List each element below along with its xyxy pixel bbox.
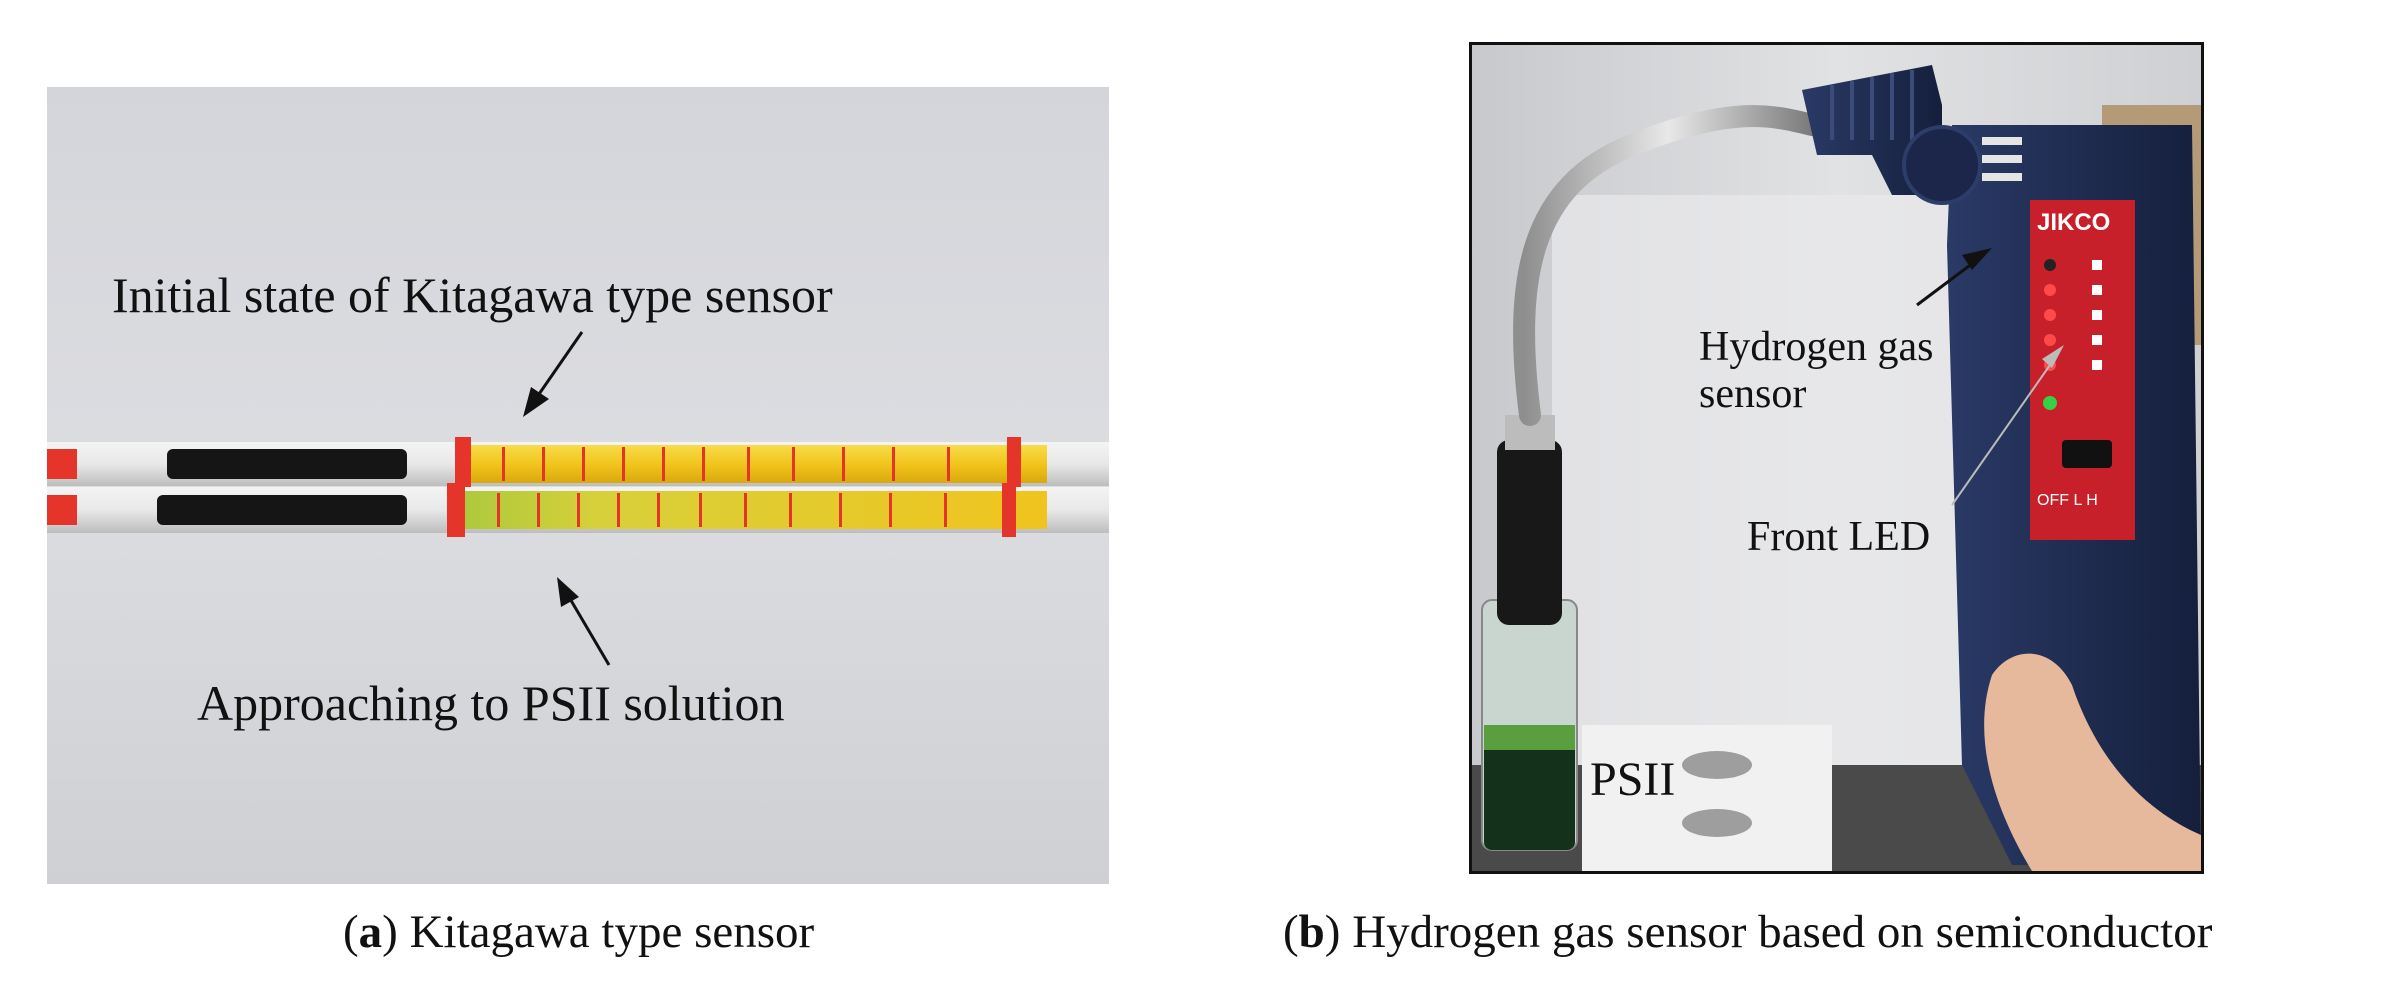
- arrow-approaching: [557, 577, 611, 666]
- caption-b-text: Hydrogen gas sensor based on semiconduct…: [1340, 906, 2213, 958]
- label-front-led: Front LED: [1747, 514, 1930, 560]
- label-approaching: Approaching to PSII solution: [197, 675, 784, 731]
- kitagawa-photo-drawing: Initial state of Kitagawa type sensor Ap…: [47, 87, 1109, 884]
- caption-b-letter: b: [1298, 906, 1325, 958]
- label-initial-state: Initial state of Kitagawa type sensor: [112, 267, 833, 323]
- arrow-initial: [523, 331, 584, 417]
- photo-kitagawa-sensor: Initial state of Kitagawa type sensor Ap…: [47, 87, 1109, 884]
- gooseneck-hose: [1513, 105, 1823, 426]
- status-led-green: [2043, 396, 2057, 410]
- arrow-front-led: [1951, 345, 2064, 506]
- caption-b: (b) Hydrogen gas sensor based on semicon…: [1283, 906, 2213, 958]
- hydrogen-sensor-photo-drawing: JIKCO OFF L H: [1472, 45, 2201, 871]
- caption-a: (a) Kitagawa type sensor: [343, 906, 815, 958]
- label-sensor-line1: Hydrogen gas: [1699, 324, 1933, 370]
- photo-hydrogen-sensor: JIKCO OFF L H: [1469, 42, 2204, 874]
- caption-a-letter: a: [358, 906, 383, 958]
- detector-tube-initial: [47, 437, 1109, 489]
- label-sensor-line2: sensor: [1699, 371, 1806, 417]
- hand: [1984, 653, 2201, 871]
- label-psii: PSII: [1590, 753, 1675, 806]
- brand-logo-text: JIKCO: [2037, 209, 2110, 236]
- arrow-sensor: [1916, 248, 1992, 307]
- caption-a-text: Kitagawa type sensor: [397, 906, 815, 958]
- switch-labels: OFF L H: [2037, 492, 2098, 509]
- detector-tube-approaching: [47, 483, 1109, 537]
